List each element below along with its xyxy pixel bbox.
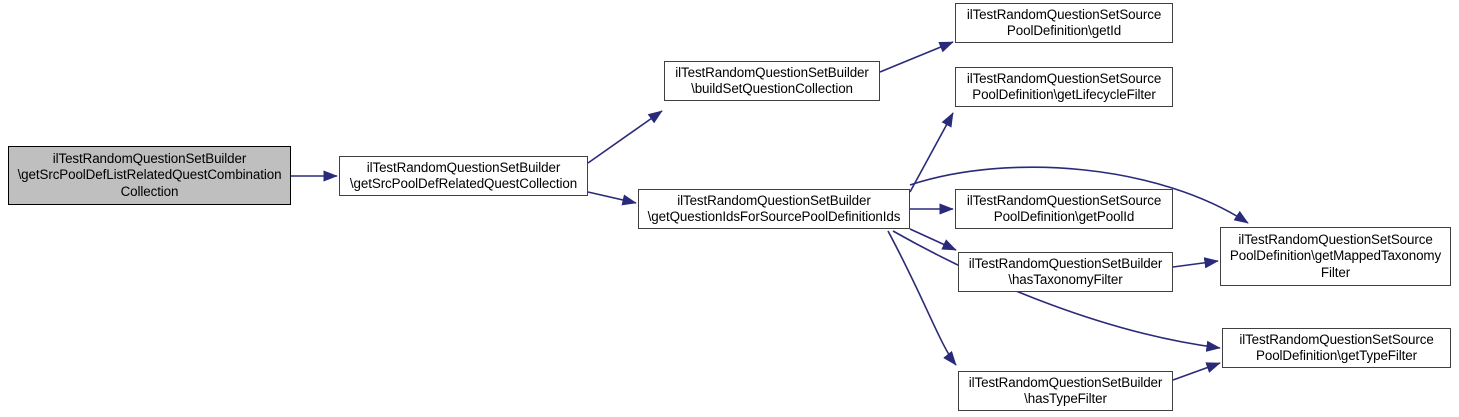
- node-getPoolId[interactable]: ilTestRandomQuestionSetSource PoolDefini…: [955, 189, 1173, 229]
- node-label: ilTestRandomQuestionSetBuilder \getSrcPo…: [349, 159, 578, 192]
- node-getSrcPoolDefListRelatedQuestCombinationCollection[interactable]: ilTestRandomQuestionSetBuilder \getSrcPo…: [8, 146, 291, 205]
- edge-getSrcPoolDefRelatedQuestCollection-to-buildSetQuestionCollection: [587, 110, 663, 164]
- edge-hasTaxonomyFilter-to-getMappedTaxonomyFilter: [1172, 257, 1219, 269]
- edge-buildSetQuestionCollection-to-getId: [879, 41, 954, 73]
- node-label: ilTestRandomQuestionSetBuilder \buildSet…: [675, 64, 869, 97]
- node-label: ilTestRandomQuestionSetSource PoolDefini…: [966, 6, 1162, 39]
- node-label: ilTestRandomQuestionSetSource PoolDefini…: [1239, 331, 1434, 364]
- node-label: ilTestRandomQuestionSetSource PoolDefini…: [966, 192, 1162, 225]
- edge-getQuestionIds-to-hasTaxonomyFilter: [909, 228, 957, 251]
- node-getLifecycleFilter[interactable]: ilTestRandomQuestionSetSource PoolDefini…: [955, 67, 1173, 107]
- node-label: ilTestRandomQuestionSetBuilder \hasTypeF…: [968, 374, 1163, 407]
- node-label: ilTestRandomQuestionSetBuilder \getQuest…: [647, 192, 901, 225]
- node-buildSetQuestionCollection[interactable]: ilTestRandomQuestionSetBuilder \buildSet…: [664, 61, 880, 101]
- node-getMappedTaxonomyFilter[interactable]: ilTestRandomQuestionSetSource PoolDefini…: [1220, 227, 1451, 286]
- node-hasTypeFilter[interactable]: ilTestRandomQuestionSetBuilder \hasTypeF…: [958, 371, 1173, 411]
- node-label: ilTestRandomQuestionSetSource PoolDefini…: [966, 70, 1162, 103]
- node-getSrcPoolDefRelatedQuestCollection[interactable]: ilTestRandomQuestionSetBuilder \getSrcPo…: [339, 156, 588, 196]
- node-getId[interactable]: ilTestRandomQuestionSetSource PoolDefini…: [955, 3, 1173, 43]
- node-label: ilTestRandomQuestionSetBuilder \getSrcPo…: [17, 150, 282, 199]
- node-hasTaxonomyFilter[interactable]: ilTestRandomQuestionSetBuilder \hasTaxon…: [958, 252, 1173, 292]
- node-getQuestionIdsForSourcePoolDefinitionIds[interactable]: ilTestRandomQuestionSetBuilder \getQuest…: [638, 189, 910, 229]
- edge-hasTypeFilter-to-getTypeFilter: [1172, 362, 1221, 381]
- node-getTypeFilter[interactable]: ilTestRandomQuestionSetSource PoolDefini…: [1222, 328, 1451, 368]
- node-label: ilTestRandomQuestionSetSource PoolDefini…: [1229, 231, 1442, 280]
- edge-getSrcPoolDefRelatedQuestCollection-to-getQuestionIds: [587, 191, 637, 206]
- edge-getQuestionIds-to-hasTypeFilter: [887, 230, 957, 366]
- edge-getQuestionIds-to-getLifecycleFilter: [909, 112, 954, 193]
- node-label: ilTestRandomQuestionSetBuilder \hasTaxon…: [968, 255, 1163, 288]
